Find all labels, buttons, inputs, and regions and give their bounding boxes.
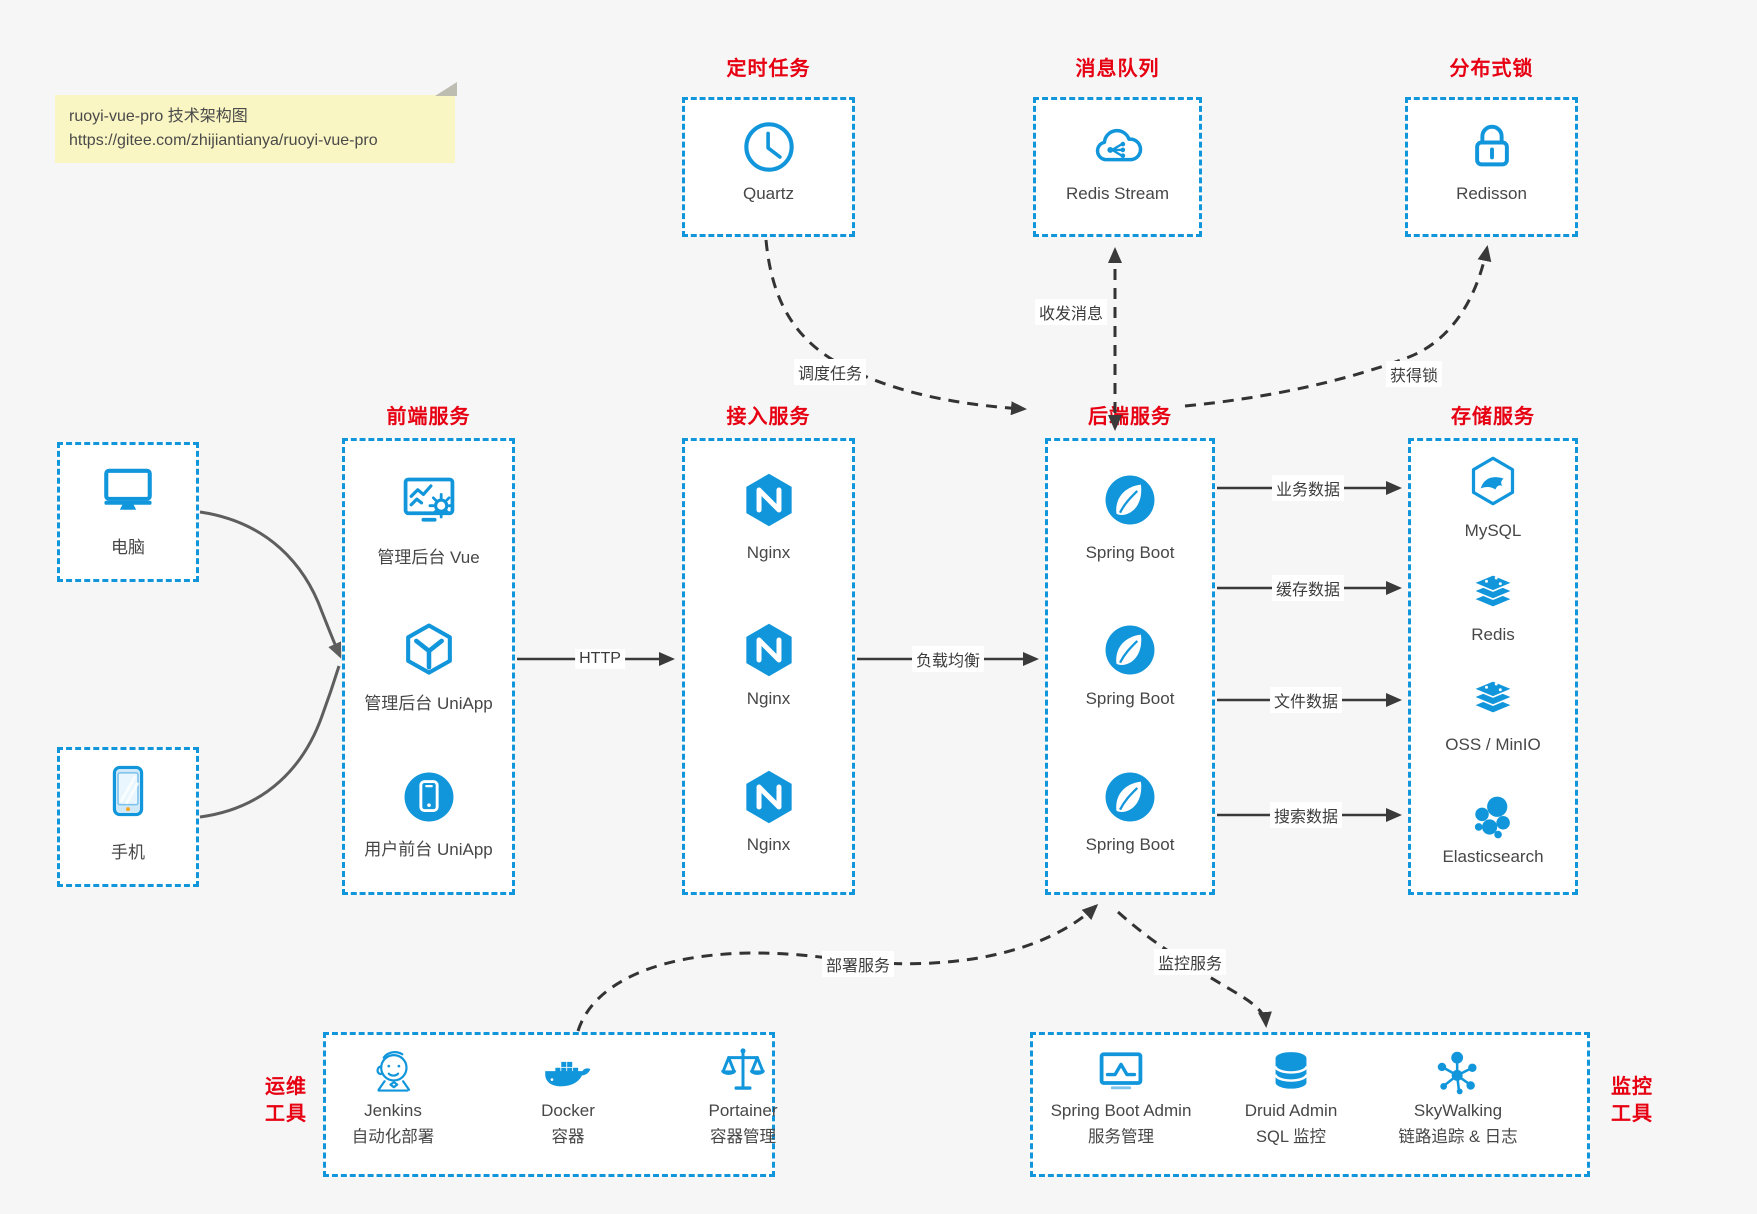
- item-label: MySQL: [1464, 521, 1522, 540]
- client-label: 手机: [111, 843, 145, 862]
- desktop-icon: [60, 459, 196, 517]
- item-sublabel: 自动化部署: [351, 1128, 435, 1146]
- item-label: Jenkins: [364, 1101, 422, 1120]
- jenkins-icon: [308, 1035, 478, 1099]
- redisson-group-box: Redisson: [1405, 97, 1578, 237]
- client-label: 电脑: [111, 538, 145, 557]
- item-sublabel: 容器: [551, 1128, 585, 1146]
- edge-label-load-balance: 负载均衡: [911, 646, 985, 672]
- storage-group-box: MySQL Redis OSS / MinI: [1408, 438, 1578, 895]
- nginx-icon: [685, 768, 852, 826]
- edge-label-business-data: 业务数据: [1271, 475, 1345, 501]
- item-label: Druid Admin: [1244, 1101, 1338, 1120]
- group-title-distributed-lock: 分布式锁: [1449, 58, 1534, 80]
- item-label: Quartz: [742, 184, 795, 203]
- group-title-scheduled-tasks: 定时任务: [726, 58, 811, 80]
- group-title-monitor-tools: 监控 工具: [1611, 1076, 1653, 1125]
- pc-client-box: 电脑: [57, 442, 199, 582]
- edge-label-send-receive: 收发消息: [1034, 299, 1107, 325]
- spring-boot-icon: [1048, 768, 1212, 826]
- item-label: Spring Boot: [1085, 689, 1175, 708]
- item-label: Portainer: [708, 1101, 778, 1120]
- uniapp-cube-icon: [345, 621, 512, 679]
- item-label: Spring Boot: [1085, 543, 1175, 562]
- group-title-access: 接入服务: [726, 406, 811, 428]
- edge-label-http: HTTP: [575, 649, 625, 669]
- item-label: SkyWalking: [1413, 1101, 1503, 1120]
- edge-label-schedule: 调度任务: [793, 359, 867, 385]
- monitor-tools-group-box: Spring Boot Admin 服务管理 Druid Admin SQL 监…: [1030, 1032, 1590, 1177]
- item-label: Spring Boot: [1085, 835, 1175, 854]
- clock-icon: [685, 118, 852, 176]
- item-label: 管理后台 Vue: [377, 548, 480, 567]
- item-sublabel: 链路追踪 & 日志: [1398, 1128, 1518, 1146]
- backend-group-box: Spring Boot Spring Boot Spring Boot: [1045, 438, 1215, 895]
- group-title-frontend: 前端服务: [386, 406, 471, 428]
- docker-icon: [483, 1035, 653, 1099]
- ops-tools-group-box: Jenkins 自动化部署 Docker 容器: [323, 1032, 777, 1177]
- edge-label-cache-data: 缓存数据: [1271, 575, 1345, 601]
- sticky-note: ruoyi-vue-pro 技术架构图 https://gitee.com/zh…: [55, 82, 457, 163]
- item-label: 用户前台 UniApp: [364, 840, 493, 859]
- admin-vue-icon: [345, 471, 512, 531]
- group-title-ops-tools: 运维 工具: [265, 1076, 307, 1125]
- item-label: Redis: [1471, 625, 1515, 644]
- nginx-icon: [685, 471, 852, 529]
- lock-icon: [1408, 118, 1575, 174]
- item-label: OSS / MinIO: [1445, 735, 1541, 754]
- item-sublabel: 服务管理: [1088, 1128, 1154, 1146]
- spring-boot-icon: [1048, 621, 1212, 679]
- item-sublabel: SQL 监控: [1256, 1128, 1326, 1146]
- spring-boot-admin-icon: [1016, 1035, 1226, 1099]
- item-sublabel: 容器管理: [710, 1128, 776, 1146]
- group-title-backend: 后端服务: [1088, 406, 1172, 428]
- note-url: https://gitee.com/zhijiantianya/ruoyi-vu…: [69, 132, 378, 149]
- mobile-client-box: 手机: [57, 747, 199, 887]
- item-label: Nginx: [746, 689, 791, 708]
- item-label: Spring Boot Admin: [1050, 1101, 1192, 1120]
- group-title-message-queue: 消息队列: [1075, 58, 1160, 80]
- druid-icon: [1186, 1035, 1396, 1099]
- item-label: Docker: [541, 1101, 595, 1120]
- item-label: Elasticsearch: [1442, 847, 1544, 866]
- mysql-icon: [1411, 455, 1575, 507]
- edge-label-acquire-lock: 获得锁: [1385, 361, 1443, 387]
- storage-stack-icon: [1411, 671, 1575, 723]
- item-label: Nginx: [746, 835, 791, 854]
- frontend-group-box: 管理后台 Vue 管理后台 UniApp 用户前台 UniApp: [342, 438, 515, 895]
- nginx-icon: [685, 621, 852, 679]
- edge-label-deploy: 部署服务: [821, 951, 895, 977]
- edge-label-monitor: 监控服务: [1153, 949, 1227, 975]
- skywalking-icon: [1353, 1035, 1563, 1099]
- item-label: 管理后台 UniApp: [364, 694, 493, 713]
- redis-stream-group-box: Redis Stream: [1033, 97, 1202, 237]
- quartz-group-box: Quartz: [682, 97, 855, 237]
- access-group-box: Nginx Nginx Nginx: [682, 438, 855, 895]
- elasticsearch-icon: [1411, 789, 1575, 843]
- edge-mobile-to-frontend: [199, 665, 341, 819]
- edge-pc-to-frontend: [199, 510, 342, 659]
- item-label: Redisson: [1456, 184, 1527, 203]
- item-label: Redis Stream: [1066, 184, 1169, 203]
- smartphone-icon: [60, 762, 196, 820]
- item-label: Nginx: [746, 543, 791, 562]
- group-title-storage: 存储服务: [1451, 406, 1535, 428]
- portainer-icon: [658, 1035, 828, 1099]
- user-uniapp-icon: [345, 768, 512, 826]
- edge-label-search-data: 搜索数据: [1269, 802, 1343, 828]
- note-title: ruoyi-vue-pro 技术架构图: [69, 108, 248, 125]
- redis-stack-icon: [1411, 565, 1575, 617]
- spring-boot-icon: [1048, 471, 1212, 529]
- edge-label-file-data: 文件数据: [1269, 687, 1343, 713]
- cloud-stream-icon: [1036, 116, 1199, 178]
